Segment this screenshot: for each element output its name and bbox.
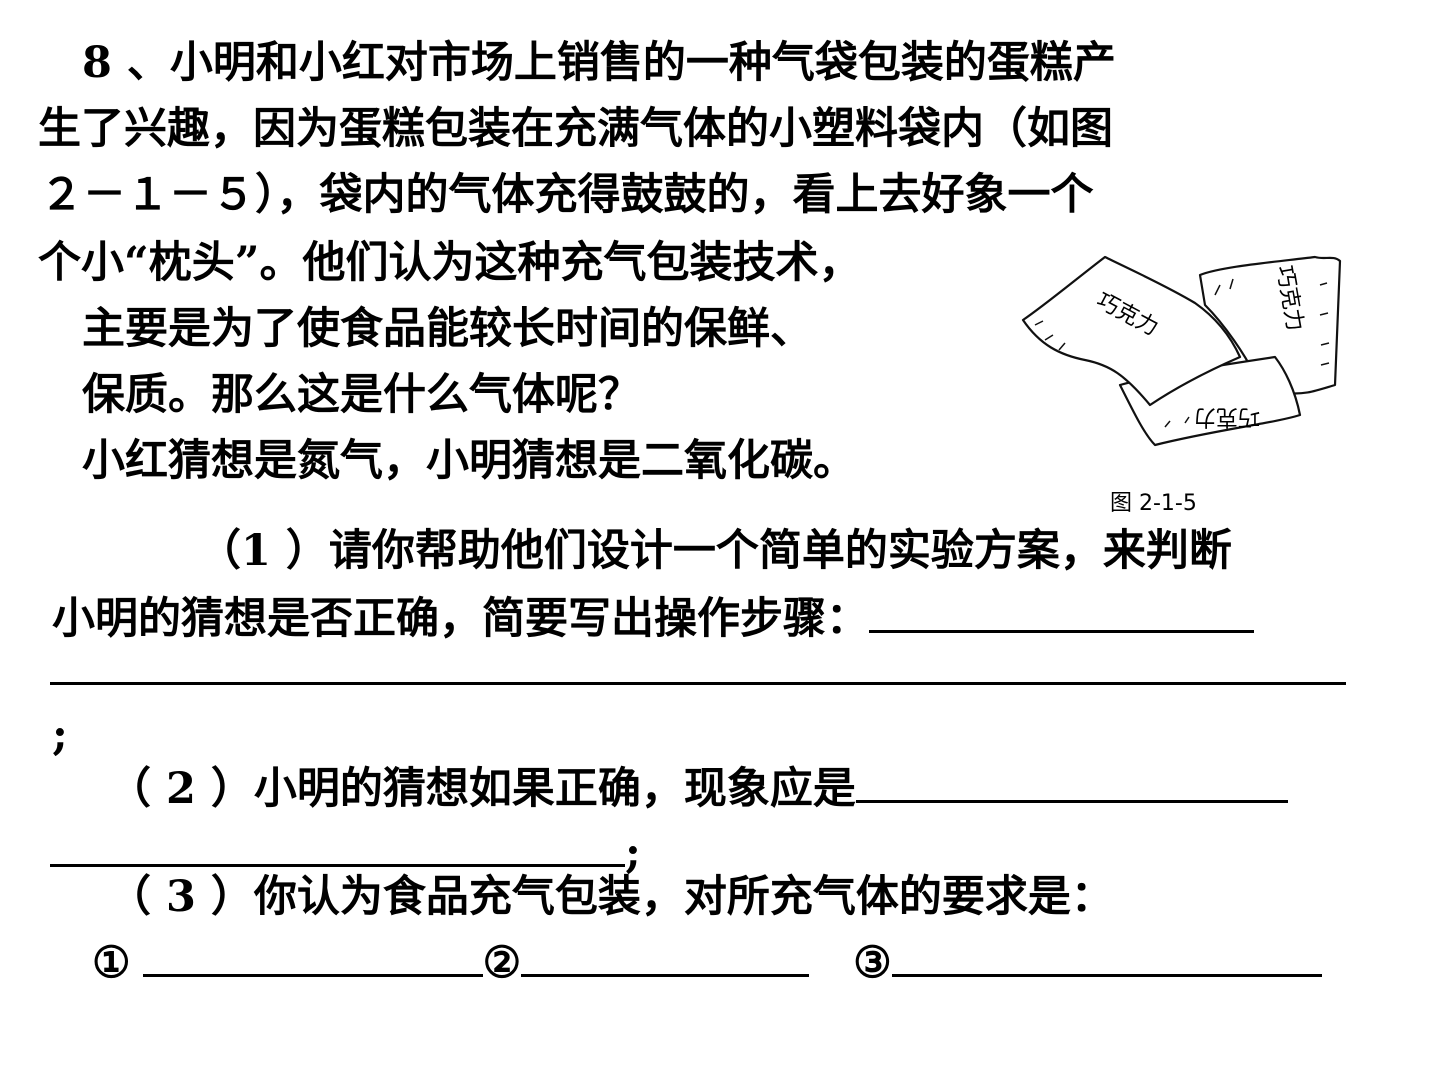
part1-answer-blank-1[interactable] (869, 590, 1254, 633)
question-line-3: ２－１－５），袋内的气体充得鼓鼓的，看上去好象一个 (40, 170, 1094, 220)
question-line-2: 生了兴趣，因为蛋糕包装在充满气体的小塑料袋内（如图 (38, 104, 1113, 154)
part3-answer-blank-2[interactable] (521, 934, 810, 977)
question-line-5: 主要是为了使食品能较长时间的保鲜、 (82, 304, 813, 354)
part2-answer-blank-1[interactable] (855, 760, 1288, 803)
part1-answer-blank-2[interactable] (50, 682, 1346, 685)
part2-line-1: （ 2 ）小明的猜想如果正确，现象应是 (108, 760, 1288, 814)
part3-answer-row: ① ② ③ (92, 934, 1322, 988)
part2-text: （ 2 ）小明的猜想如果正确，现象应是 (108, 764, 856, 814)
part2-answer-blank-2[interactable] (50, 824, 625, 867)
figure-caption: 图 2-1-5 (1110, 491, 1197, 516)
part2-line-2: ; (50, 824, 641, 878)
bag-label-bottom: 巧克力 (1194, 404, 1260, 429)
part3-answer-blank-3[interactable] (891, 934, 1322, 977)
part1-end-mark: ; (52, 710, 68, 760)
part3-marker-3: ③ (853, 938, 892, 988)
question-line-7: 小红猜想是氮气，小明猜想是二氧化碳。 (82, 436, 856, 486)
bags-illustration: 巧克力 巧克力 巧克力 (1021, 255, 1342, 447)
part3-marker-2: ② (482, 938, 522, 988)
figure-packaged-bags: 巧克力 巧克力 巧克力 (1015, 245, 1345, 515)
part3-marker-1: ① (92, 938, 131, 988)
question-line-4: 个小“枕头”。他们认为这种充气包装技术， (38, 238, 862, 288)
part2-end-mark: ; (625, 828, 641, 878)
part3-answer-blank-1[interactable] (142, 934, 483, 977)
question-line-6: 保质。那么这是什么气体呢？ (82, 370, 641, 420)
part1-text: 小明的猜想是否正确，简要写出操作步骤： (52, 594, 869, 644)
question-line-1: 8 、小明和小红对市场上销售的一种气袋包装的蛋糕产 (82, 38, 1116, 88)
part1-line-2: 小明的猜想是否正确，简要写出操作步骤： (52, 590, 1254, 644)
part3-line-1: （ 3 ）你认为食品充气包装，对所充气体的要求是： (108, 872, 1114, 922)
part1-line-1: （1 ）请你帮助他们设计一个简单的实验方案，来判断 (198, 526, 1232, 576)
